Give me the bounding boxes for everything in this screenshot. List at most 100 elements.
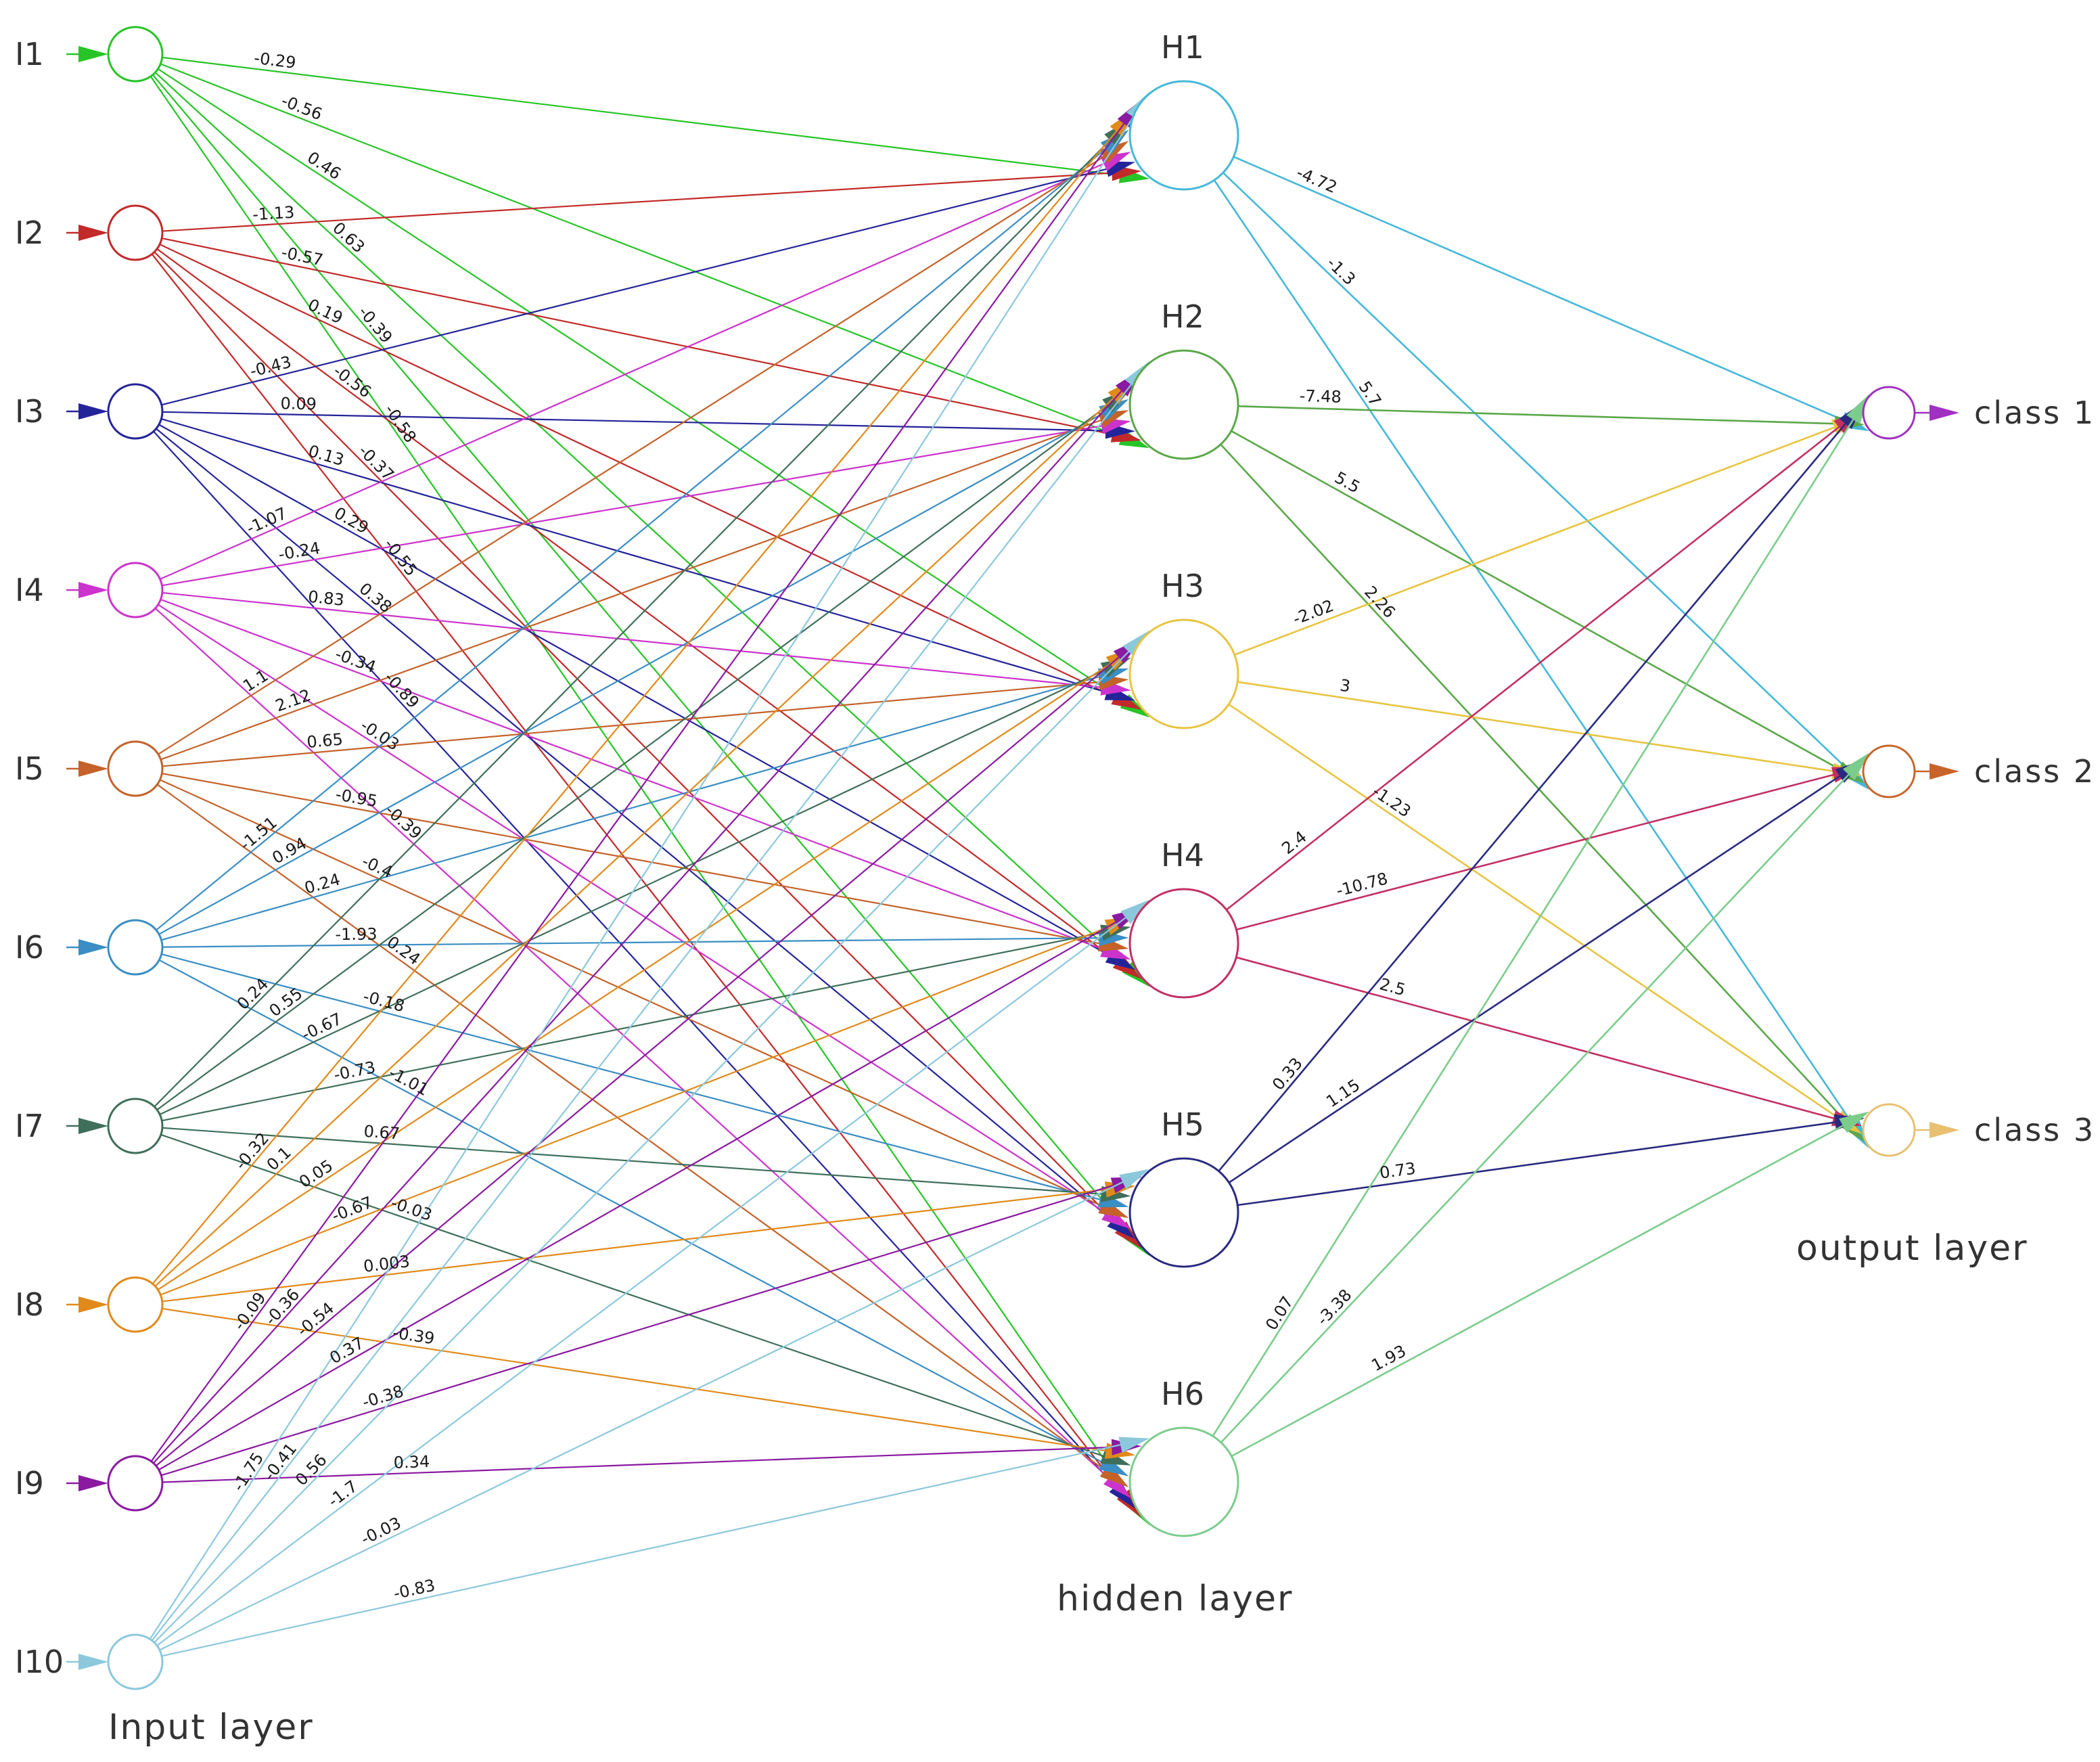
output-arrowhead-2 <box>1930 763 1959 780</box>
connection-I7-H4 <box>162 930 1112 1122</box>
weight-I2-H2: -0.57 <box>279 243 324 270</box>
weight-I9-H6: 0.34 <box>393 1452 430 1472</box>
weight-I6-H4: -1.93 <box>335 925 377 945</box>
connection-I8-H2 <box>154 391 1121 1287</box>
connection-I4-H5 <box>158 604 1115 1219</box>
input-arrowhead-I5 <box>78 761 108 777</box>
input-label-I8: I8 <box>15 1286 44 1323</box>
weight-I3-H3: 0.13 <box>306 441 346 470</box>
weight-I6-H5: -0.18 <box>361 987 407 1016</box>
hidden-node-H4 <box>1128 888 1239 999</box>
weight-I9-H1: -0.09 <box>230 1288 270 1334</box>
input-node-I5 <box>107 740 164 797</box>
connection-H4-class-1 <box>1226 420 1847 911</box>
connection-H5-class-3 <box>1237 1120 1845 1206</box>
weight-I3-H2: 0.09 <box>280 394 317 413</box>
connection-I5-H4 <box>162 773 1110 946</box>
connection-I1-H4 <box>154 72 1135 974</box>
arrowhead-H6-output-1 <box>1846 394 1869 424</box>
weight-I5-H4: -0.95 <box>334 785 379 811</box>
connection-H1-class-1 <box>1233 156 1851 424</box>
weight-H4-output-1: 2.4 <box>1278 827 1310 858</box>
hidden-label-H6: H6 <box>1161 1376 1204 1412</box>
connection-H2-class-2 <box>1231 430 1848 774</box>
hidden-node-H2 <box>1128 349 1239 460</box>
connection-I7-H5 <box>162 1127 1111 1196</box>
hidden-label-H1: H1 <box>1161 29 1204 66</box>
input-arrowhead-I1 <box>78 46 108 62</box>
connection-H4-class-2 <box>1236 771 1843 931</box>
hidden-node-H6 <box>1128 1426 1239 1537</box>
connection-H1-class-2 <box>1222 172 1855 777</box>
input-node-I4 <box>107 562 164 618</box>
input-arrowhead-I6 <box>78 939 108 955</box>
input-arrowhead-I10 <box>78 1654 108 1670</box>
connection-I8-H6 <box>162 1307 1116 1453</box>
connection-I2-H6 <box>151 253 1130 1502</box>
output-label-1: class 1 <box>1974 394 2095 431</box>
input-label-I2: I2 <box>15 214 44 251</box>
hidden-output-connections <box>1212 156 1869 1458</box>
connection-I6-H4 <box>162 937 1109 948</box>
weight-H1-output-3: 5.7 <box>1355 378 1386 409</box>
output-node-2 <box>1862 744 1916 798</box>
input-label-I1: I1 <box>15 36 44 72</box>
connection-I6-H3 <box>161 673 1110 941</box>
connection-H4-class-3 <box>1235 956 1843 1122</box>
input-arrowhead-I2 <box>78 225 108 241</box>
weight-H6-output-1: 0.07 <box>1262 1293 1297 1334</box>
weight-I2-H1: -1.13 <box>252 203 295 225</box>
connection-I4-H3 <box>162 591 1111 690</box>
weight-I4-H6: -0.39 <box>382 800 426 843</box>
connection-I9-H2 <box>152 383 1128 1464</box>
hidden-layer-label: hidden layer <box>1057 1579 1293 1619</box>
connection-I2-H2 <box>161 238 1122 437</box>
input-node-I9 <box>107 1455 164 1512</box>
connection-I8-H3 <box>157 658 1119 1290</box>
output-layer-label: output layer <box>1796 1228 2028 1269</box>
hidden-label-H5: H5 <box>1161 1106 1204 1143</box>
weight-I8-H2: 0.1 <box>263 1143 295 1174</box>
connection-I2-H1 <box>162 171 1122 232</box>
input-node-I10 <box>107 1633 164 1690</box>
input-arrowhead-I4 <box>78 582 108 598</box>
input-arrowhead-I3 <box>78 403 108 420</box>
output-node-3 <box>1862 1103 1916 1157</box>
weight-H2-output-2: 5.5 <box>1331 468 1363 497</box>
input-label-I5: I5 <box>15 750 44 787</box>
arrowhead-H6-output-2 <box>1842 752 1869 781</box>
hidden-label-H4: H4 <box>1161 837 1204 874</box>
weight-H6-output-3: 1.93 <box>1369 1341 1409 1375</box>
arrowhead-I10-H4 <box>1120 899 1150 924</box>
weight-I5-H1: 1.1 <box>239 666 271 696</box>
input-node-I1 <box>107 26 164 83</box>
connection-I1-H3 <box>157 68 1133 707</box>
input-layer-label: Input layer <box>108 1707 314 1748</box>
weight-I5-H3: 0.65 <box>306 729 344 752</box>
weight-I2-H6: -0.55 <box>380 535 421 580</box>
input-label-I10: I10 <box>15 1644 64 1680</box>
input-node-I8 <box>107 1276 164 1333</box>
weight-I6-H3: 0.24 <box>302 869 342 897</box>
output-arrowhead-1 <box>1930 405 1959 421</box>
connection-I7-H6 <box>160 1133 1112 1460</box>
connection-I5-H3 <box>162 680 1109 767</box>
input-hidden-connections <box>149 56 1150 1657</box>
weight-I7-H3: -0.67 <box>299 1010 345 1045</box>
connection-I10-H1 <box>149 108 1139 1640</box>
connection-H6-class-3 <box>1231 1120 1852 1458</box>
connection-I10-H2 <box>151 376 1138 1642</box>
connection-I4-H1 <box>160 159 1113 580</box>
connection-I2-H3 <box>159 244 1124 702</box>
connection-H6-class-2 <box>1220 767 1856 1443</box>
connection-H3-class-3 <box>1228 703 1846 1124</box>
hidden-node-H3 <box>1128 618 1239 729</box>
input-arrowhead-I8 <box>78 1296 108 1313</box>
connection-H5-class-2 <box>1228 770 1848 1183</box>
input-node-I3 <box>107 383 164 440</box>
connection-I10-H6 <box>161 1442 1130 1657</box>
input-arrowhead-I7 <box>78 1118 108 1134</box>
hidden-label-H2: H2 <box>1161 298 1204 335</box>
weight-I10-H5: -0.03 <box>358 1513 404 1548</box>
input-node-I7 <box>107 1098 164 1154</box>
